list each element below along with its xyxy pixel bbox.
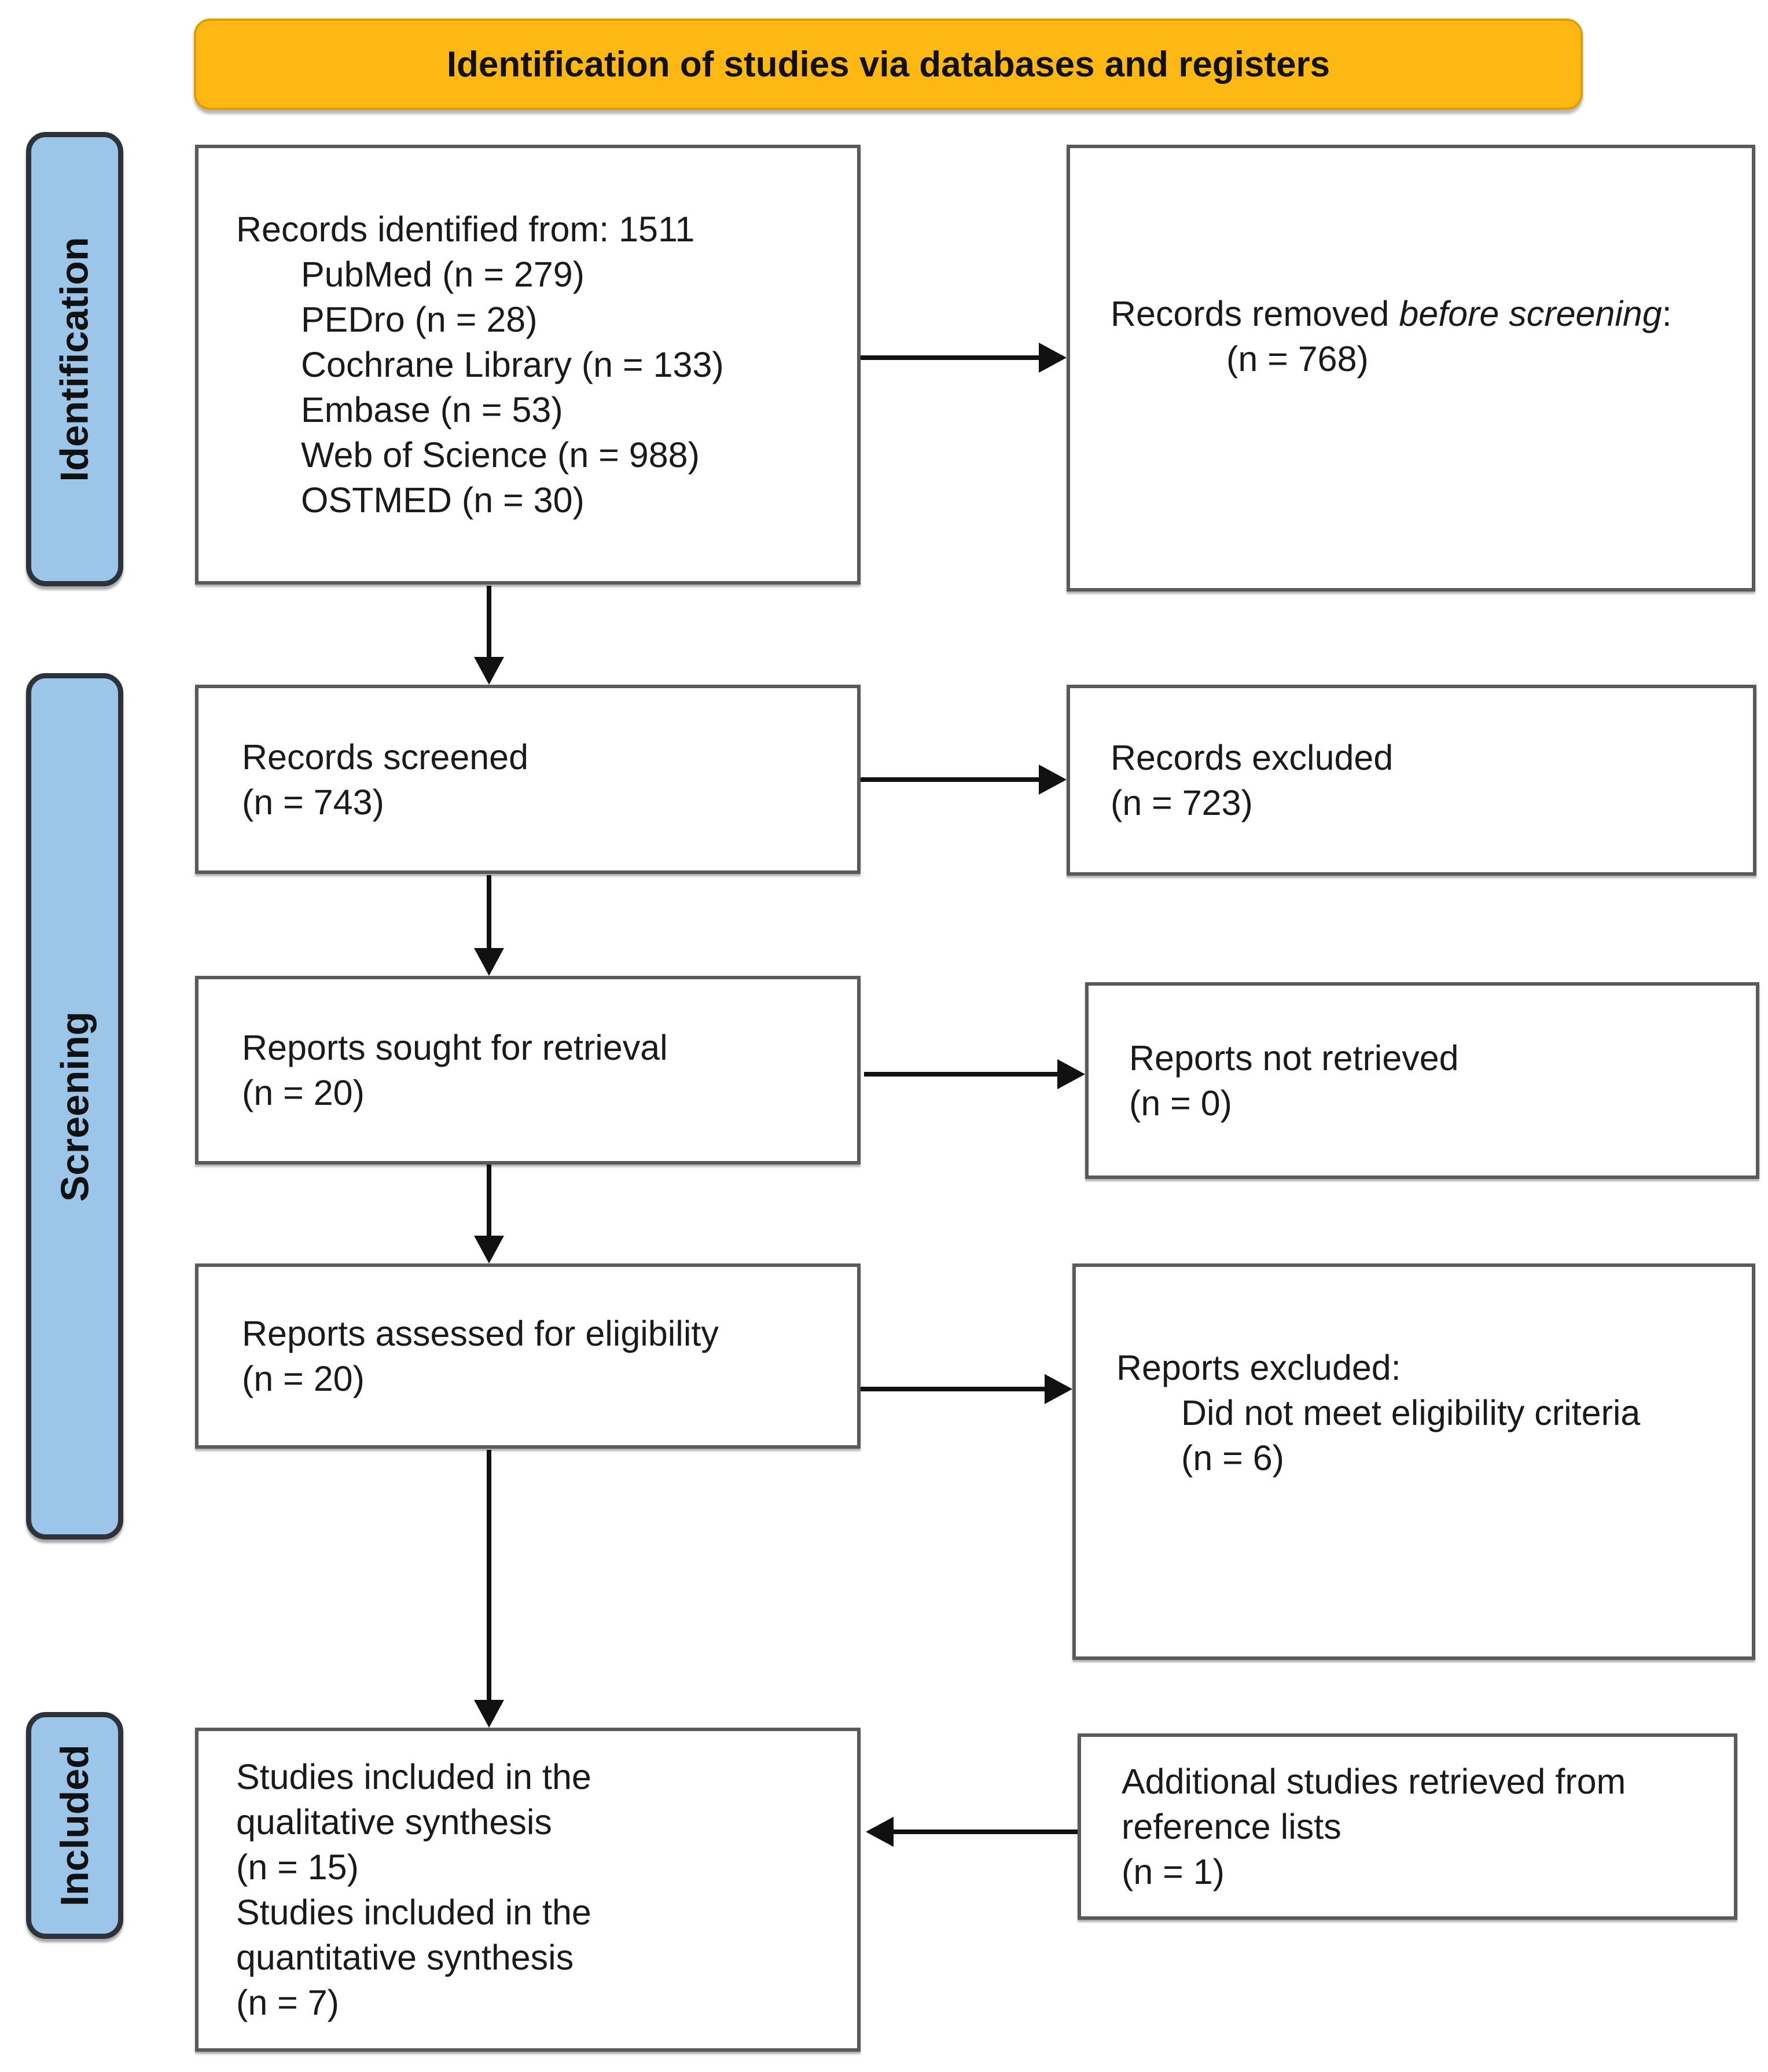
studies-included-line: (n = 7): [236, 1983, 339, 2022]
arrow-sought-to-assessed: [487, 1164, 491, 1237]
header-banner: Identification of studies via databases …: [194, 19, 1583, 110]
studies-included-line: quantitative synthesis: [236, 1938, 574, 1977]
stage-label-included-text: Included: [53, 1744, 97, 1906]
records-removed-count: (n = 768): [1226, 339, 1369, 379]
studies-included-line: (n = 15): [236, 1847, 359, 1887]
records-identified-source: Embase (n = 53): [301, 390, 563, 429]
stage-label-identification: Identification: [26, 132, 123, 586]
stage-label-screening-text: Screening: [53, 1011, 97, 1202]
records-excluded-count: (n = 723): [1111, 783, 1253, 822]
studies-included-line: Studies included in the: [236, 1893, 591, 1932]
records-screened-label: Records screened: [242, 737, 529, 777]
arrow-assessed-to-included: [487, 1450, 491, 1701]
box-records-excluded: Records excluded (n = 723): [1067, 685, 1756, 876]
reports-not-retrieved-count: (n = 0): [1129, 1083, 1232, 1123]
arrow-identified-to-removed: [861, 355, 1040, 360]
records-excluded-label: Records excluded: [1111, 738, 1394, 777]
header-title: Identification of studies via databases …: [446, 44, 1330, 85]
records-identified-source: Cochrane Library (n = 133): [301, 345, 724, 384]
box-studies-included: Studies included in the qualitative synt…: [195, 1728, 861, 2052]
records-identified-source: OSTMED (n = 30): [301, 480, 585, 520]
arrow-additional-to-included: [892, 1829, 1078, 1834]
box-records-removed: Records removed before screening: (n = 7…: [1067, 145, 1755, 592]
box-reports-assessed: Reports assessed for eligibility (n = 20…: [195, 1263, 861, 1449]
arrow-screened-to-excluded: [861, 777, 1040, 782]
additional-studies-line: (n = 1): [1122, 1852, 1225, 1891]
reports-sought-count: (n = 20): [242, 1073, 365, 1112]
box-reports-sought: Reports sought for retrieval (n = 20): [195, 976, 861, 1164]
records-removed-label-italic: before screening: [1399, 294, 1662, 333]
records-identified-source: Web of Science (n = 988): [301, 435, 700, 475]
studies-included-line: Studies included in the: [236, 1757, 591, 1797]
studies-included-line: qualitative synthesis: [236, 1802, 552, 1842]
additional-studies-line: reference lists: [1122, 1807, 1341, 1846]
stage-label-screening: Screening: [26, 673, 123, 1540]
box-records-screened: Records screened (n = 743): [195, 685, 861, 874]
reports-assessed-count: (n = 20): [242, 1359, 365, 1398]
box-reports-excluded: Reports excluded: Did not meet eligibili…: [1072, 1263, 1755, 1660]
records-screened-count: (n = 743): [242, 782, 384, 822]
box-reports-not-retrieved: Reports not retrieved (n = 0): [1085, 982, 1759, 1179]
arrow-screened-to-sought: [487, 875, 491, 949]
arrow-assessed-to-reports-excluded: [861, 1387, 1046, 1391]
reports-excluded-label: Reports excluded:: [1116, 1347, 1401, 1387]
records-identified-source: PEDro (n = 28): [301, 300, 538, 339]
stage-label-identification-text: Identification: [53, 236, 97, 482]
box-additional-studies: Additional studies retrieved from refere…: [1078, 1733, 1737, 1920]
arrow-sought-to-not-retrieved: [864, 1072, 1058, 1077]
arrow-identified-to-screened: [487, 586, 491, 658]
additional-studies-line: Additional studies retrieved from: [1122, 1762, 1626, 1801]
reports-not-retrieved-label: Reports not retrieved: [1129, 1038, 1459, 1078]
records-identified-title: Records identified from: 1511: [236, 210, 695, 249]
box-records-identified: Records identified from: 1511 PubMed (n …: [195, 145, 861, 585]
reports-excluded-reason: Did not meet eligibility criteria: [1181, 1393, 1641, 1432]
reports-sought-label: Reports sought for retrieval: [242, 1028, 668, 1067]
records-removed-label: Records removed before screening:: [1111, 294, 1672, 333]
reports-excluded-count: (n = 6): [1181, 1438, 1284, 1478]
stage-label-included: Included: [26, 1712, 123, 1939]
records-identified-source: PubMed (n = 279): [301, 255, 585, 294]
reports-assessed-label: Reports assessed for eligibility: [242, 1314, 719, 1353]
